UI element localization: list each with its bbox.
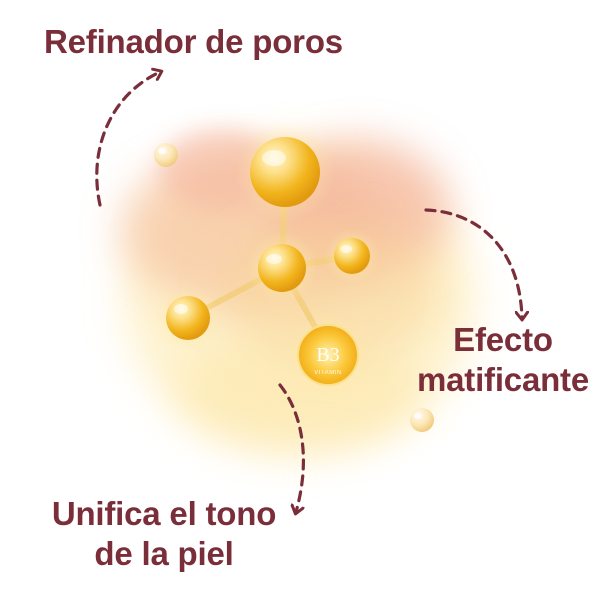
arrow-curved-icon [278,383,306,512]
benefit-label-tone: Unifica el tono de la piel [44,494,284,574]
benefit-label-pores: Refinador de poros [44,23,343,60]
arrow-curved-icon [424,208,522,318]
vitamin-b3-badge-icon: B3 VITAMIN [286,313,370,397]
badge-subtext: VITAMIN [314,370,341,376]
arrow-curved-icon [95,72,160,207]
benefit-label-tone-line1: Unifica el tono [51,495,277,532]
molecule-icon [154,122,380,352]
arrows [95,72,522,512]
benefit-label-tone-line2: de la piel [94,535,234,572]
benefit-label-matte-line1: Efecto [453,321,553,358]
benefit-label-matte-line2: matificante [416,361,590,398]
benefit-label-matte: Efecto matificante [408,320,598,400]
floating-bubbles [154,143,434,432]
badge-text: B3 [316,344,339,366]
